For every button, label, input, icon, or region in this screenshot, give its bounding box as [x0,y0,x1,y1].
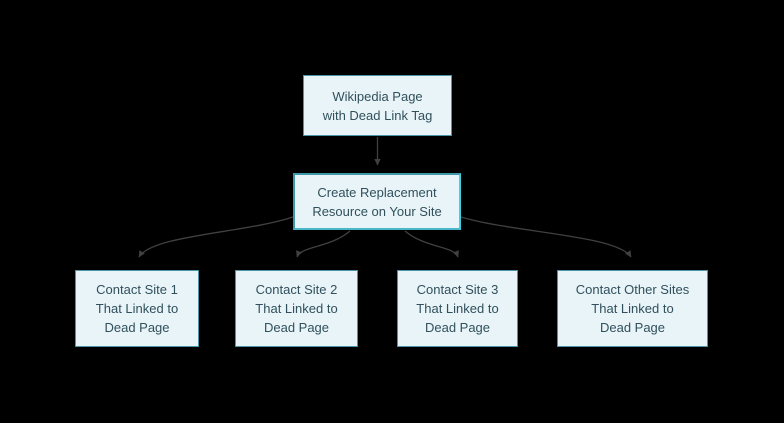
node-text-line: Dead Page [104,320,170,335]
connector-create-to-other[interactable] [460,216,632,258]
connector-create-to-site3[interactable] [404,230,459,258]
node-text-line: with Dead Link Tag [322,107,433,123]
node-text-line: That Linked to [95,301,179,316]
connector-create-to-site1[interactable] [138,216,294,258]
node-text-line: That Linked to [255,301,338,316]
node-text-line: Dead Page [599,320,666,335]
node-create-replacement[interactable]: Create Replacement Resource on Your Site [293,173,461,230]
node-text-line: Contact Site 1 [96,282,178,297]
node-text-line: That Linked to [416,301,499,316]
node-text-line: That Linked to [591,301,674,316]
node-contact-site-3[interactable]: Contact Site 3 That Linked to Dead Page [397,270,518,347]
node-text-line: Contact Other Sites [575,282,690,297]
connector-create-to-site2[interactable] [296,230,351,258]
node-text-line: Create Replacement [317,184,437,200]
node-text-line: Wikipedia Page [332,88,423,104]
node-contact-site-1[interactable]: Contact Site 1 That Linked to Dead Page [75,270,199,347]
node-contact-other-sites[interactable]: Contact Other Sites That Linked to Dead … [557,270,708,347]
node-text-line: Contact Site 2 [255,282,338,297]
node-text-line: Resource on Your Site [312,203,442,219]
node-wikipedia-page[interactable]: Wikipedia Page with Dead Link Tag [303,75,452,136]
node-text-line: Dead Page [263,320,330,335]
node-text-line: Dead Page [424,320,491,335]
node-contact-site-2[interactable]: Contact Site 2 That Linked to Dead Page [235,270,358,347]
node-text-line: Contact Site 3 [416,282,499,297]
